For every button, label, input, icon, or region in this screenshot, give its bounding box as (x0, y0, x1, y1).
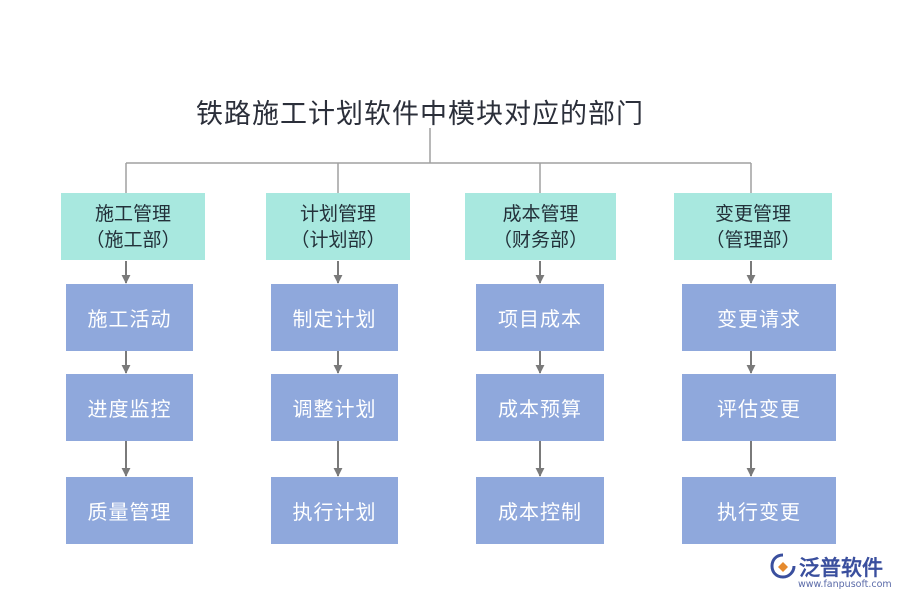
department-name: （施工部） (85, 228, 181, 251)
module-name: 成本管理 (502, 202, 579, 225)
department-name: （财务部） (492, 228, 588, 251)
department-name: （计划部） (290, 228, 386, 251)
brand-logo: 泛普软件 www.fanpusoft.com (770, 548, 892, 596)
function-box: 成本控制 (476, 477, 604, 544)
function-box: 项目成本 (476, 284, 604, 351)
logo-mark-icon (770, 553, 796, 579)
logo-url: www.fanpusoft.com (798, 579, 892, 590)
module-name: 变更管理 (714, 202, 791, 225)
module-name: 施工管理 (94, 202, 171, 225)
module-header-change: 变更管理 （管理部） (674, 193, 832, 260)
function-box: 质量管理 (66, 477, 193, 544)
module-name: 计划管理 (299, 202, 376, 225)
module-header-cost: 成本管理 （财务部） (465, 193, 616, 260)
function-box: 进度监控 (66, 374, 193, 441)
diagram-title: 铁路施工计划软件中模块对应的部门 (196, 99, 644, 130)
module-header-planning: 计划管理 （计划部） (266, 193, 410, 260)
function-box: 执行变更 (682, 477, 836, 544)
module-header-construction: 施工管理 （施工部） (61, 193, 205, 260)
function-box: 成本预算 (476, 374, 604, 441)
function-box: 施工活动 (66, 284, 193, 351)
department-name: （管理部） (705, 228, 801, 251)
logo-name: 泛普软件 (799, 556, 883, 580)
function-box: 调整计划 (271, 374, 398, 441)
function-box: 变更请求 (682, 284, 836, 351)
function-box: 评估变更 (682, 374, 836, 441)
function-box: 执行计划 (271, 477, 398, 544)
function-box: 制定计划 (271, 284, 398, 351)
